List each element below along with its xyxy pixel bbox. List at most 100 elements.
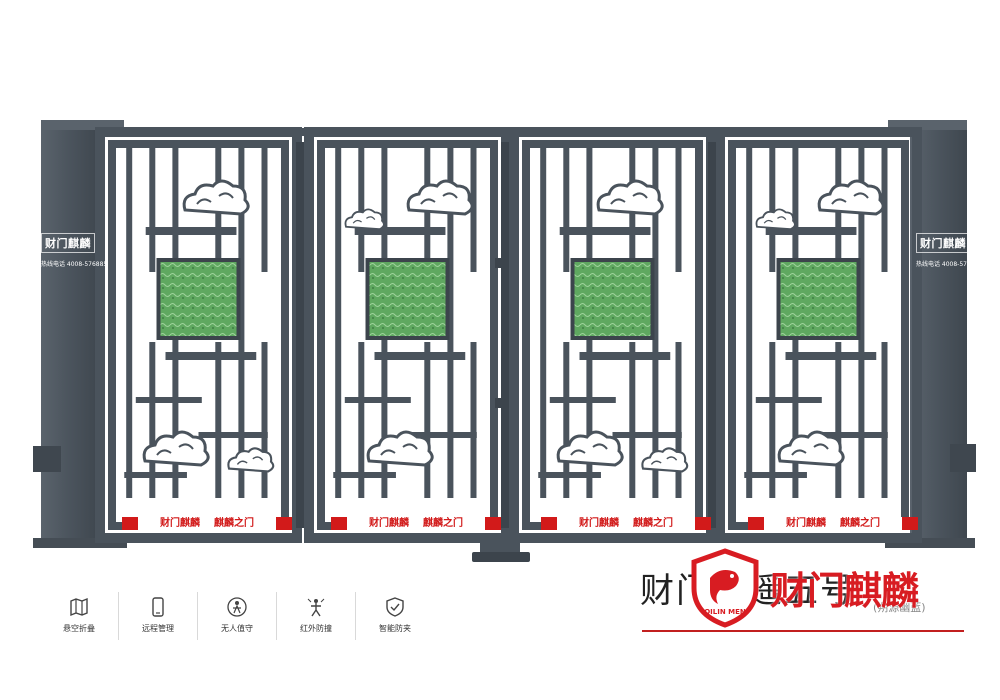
title-underline bbox=[642, 630, 964, 632]
panel-label-right: 麒麟之门 bbox=[423, 518, 463, 529]
panel-label-right: 麒麟之门 bbox=[214, 518, 254, 529]
gate-bar bbox=[149, 148, 156, 272]
post-phone-right: 热线电话 4008-576885 bbox=[916, 261, 983, 268]
jade-panel bbox=[160, 262, 237, 336]
feature-unattended: 无人值守 bbox=[198, 592, 277, 640]
shield-icon bbox=[386, 597, 404, 617]
post-phone-left: 热线电话 4008-576885 bbox=[41, 261, 108, 268]
gate-bar bbox=[563, 342, 570, 498]
gate-bar bbox=[424, 342, 431, 498]
panel-label-left: 财门麒麟 bbox=[369, 518, 409, 529]
gate-bar bbox=[746, 148, 753, 498]
gate-bar bbox=[881, 148, 888, 272]
gate-bar bbox=[335, 148, 342, 498]
gate-panel bbox=[715, 127, 922, 543]
lattice-rail bbox=[407, 432, 477, 438]
gate-bar bbox=[675, 342, 682, 498]
left-post-sign: 财门麒麟 热线电话 4008-576885 bbox=[41, 233, 108, 268]
gate-bar bbox=[629, 342, 636, 498]
post-brand-right: 财门麒麟 bbox=[916, 233, 970, 253]
gate-bar bbox=[261, 342, 268, 498]
brand-emblem: QILIN MEN bbox=[691, 548, 759, 628]
cloud-ornament bbox=[817, 179, 885, 216]
gate-bar bbox=[470, 342, 477, 498]
gate-bar bbox=[358, 148, 365, 272]
lattice-rail bbox=[612, 432, 682, 438]
lattice-rail bbox=[374, 352, 466, 360]
cloud-ornament bbox=[227, 447, 275, 473]
right-post-sign: 财门麒麟 热线电话 4008-576885 bbox=[916, 233, 983, 268]
lattice-rail bbox=[755, 397, 822, 403]
cloud-ornament bbox=[182, 179, 250, 216]
feature-label: 远程管理 bbox=[142, 624, 174, 633]
gate-bar bbox=[149, 342, 156, 498]
jade-panel bbox=[574, 262, 651, 336]
gate-bar bbox=[238, 148, 245, 498]
cloud-ornament bbox=[142, 430, 210, 467]
feature-label: 无人值守 bbox=[221, 624, 253, 633]
panel-label-2: 财门麒麟 麒麟之门 bbox=[331, 517, 501, 530]
panel-label-3: 财门麒麟 麒麟之门 bbox=[541, 517, 711, 530]
lattice-rail bbox=[559, 227, 651, 235]
person-icon bbox=[227, 597, 247, 617]
gate-bar bbox=[675, 148, 682, 272]
lattice-rail bbox=[538, 472, 601, 478]
cloud-ornament bbox=[641, 447, 689, 473]
gate-bar bbox=[769, 342, 776, 498]
panel-label-4: 财门麒麟 麒麟之门 bbox=[748, 517, 918, 530]
panel-label-right: 麒麟之门 bbox=[840, 518, 880, 529]
right-post bbox=[885, 120, 976, 548]
feature-bar: 悬空折叠 远程管理 无人值守 红外防撞 智能防夹 bbox=[40, 592, 434, 640]
cloud-ornament bbox=[755, 208, 796, 231]
left-post bbox=[33, 120, 127, 548]
panel-label-left: 财门麒麟 bbox=[160, 518, 200, 529]
gate-panels bbox=[95, 127, 922, 543]
panel-label-right: 麒麟之门 bbox=[633, 518, 673, 529]
gate-hinge bbox=[296, 142, 304, 528]
gate-bar bbox=[470, 148, 477, 272]
gate-panel bbox=[304, 127, 511, 543]
lattice-rail bbox=[785, 352, 877, 360]
cloud-ornament bbox=[406, 179, 474, 216]
feature-label: 智能防夹 bbox=[379, 624, 411, 633]
panel-label-left: 财门麒麟 bbox=[786, 518, 826, 529]
gate-bar bbox=[881, 342, 888, 498]
lattice-rail bbox=[198, 432, 268, 438]
jade-panel bbox=[780, 262, 857, 336]
gate-hinge bbox=[708, 142, 716, 528]
cloud-ornament bbox=[556, 430, 624, 467]
lattice-rail bbox=[579, 352, 671, 360]
gate-hinge bbox=[501, 142, 509, 528]
lattice-rail bbox=[124, 472, 187, 478]
gate-latch bbox=[495, 258, 509, 268]
jade-panel bbox=[369, 262, 446, 336]
feature-remote: 远程管理 bbox=[119, 592, 198, 640]
emblem-text: QILIN MEN bbox=[704, 608, 746, 616]
gate-bar bbox=[447, 148, 454, 498]
lattice-rail bbox=[344, 397, 411, 403]
gate-bar bbox=[769, 148, 776, 272]
lattice-rail bbox=[549, 397, 616, 403]
lattice-rail bbox=[765, 227, 857, 235]
folding-icon bbox=[70, 597, 88, 617]
cloud-ornament bbox=[777, 430, 845, 467]
gate-bar bbox=[358, 342, 365, 498]
feature-label: 红外防撞 bbox=[300, 624, 332, 633]
infrared-icon bbox=[307, 598, 325, 617]
post-brand-left: 财门麒麟 bbox=[41, 233, 95, 253]
cloud-ornament bbox=[596, 179, 664, 216]
lattice-rail bbox=[744, 472, 807, 478]
feature-infrared: 红外防撞 bbox=[277, 592, 356, 640]
panel-label-left: 财门麒麟 bbox=[579, 518, 619, 529]
gate-bar bbox=[835, 342, 842, 498]
gate-bar bbox=[652, 148, 659, 498]
lattice-rail bbox=[135, 397, 202, 403]
feature-folding: 悬空折叠 bbox=[40, 592, 119, 640]
gate-panel bbox=[95, 127, 302, 543]
gate-bar bbox=[540, 148, 547, 498]
feature-antipinch: 智能防夹 bbox=[356, 592, 434, 640]
lattice-rail bbox=[145, 227, 237, 235]
product-subtitle: (朔源幽蓝) bbox=[873, 601, 926, 614]
brand-logo-text: 财门麒麟 bbox=[770, 569, 919, 613]
lattice-rail bbox=[333, 472, 396, 478]
